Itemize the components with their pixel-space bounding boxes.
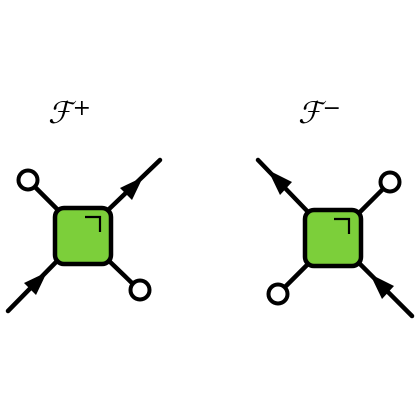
tensor-label-f-minus: ℱ−: [298, 96, 378, 136]
arrow-head: [24, 272, 47, 295]
tensor-subscript: −: [322, 96, 342, 121]
arrow-head: [370, 274, 394, 299]
tensor-node: [302, 207, 364, 269]
tensor-f-plus: [5, 157, 163, 314]
arrow-head: [120, 177, 143, 200]
tensor-node: [52, 205, 114, 267]
open-endpoint: [16, 168, 40, 192]
leg-upper-right: [355, 185, 387, 217]
tensor-f-minus: [255, 157, 415, 319]
tensor-label-f-plus: ℱ+: [48, 96, 128, 136]
open-endpoint: [378, 170, 402, 194]
tensor-symbol: ℱ: [298, 96, 322, 131]
open-endpoint: [128, 278, 152, 302]
leg-upper-left: [31, 183, 63, 215]
corner-mark: [85, 215, 102, 232]
leg-lower-left: [281, 259, 313, 291]
open-endpoint: [266, 282, 290, 306]
tensor-symbol: ℱ: [48, 96, 72, 131]
arrow-head: [268, 170, 292, 195]
corner-mark: [334, 217, 351, 234]
tensor-subscript: +: [72, 96, 92, 121]
